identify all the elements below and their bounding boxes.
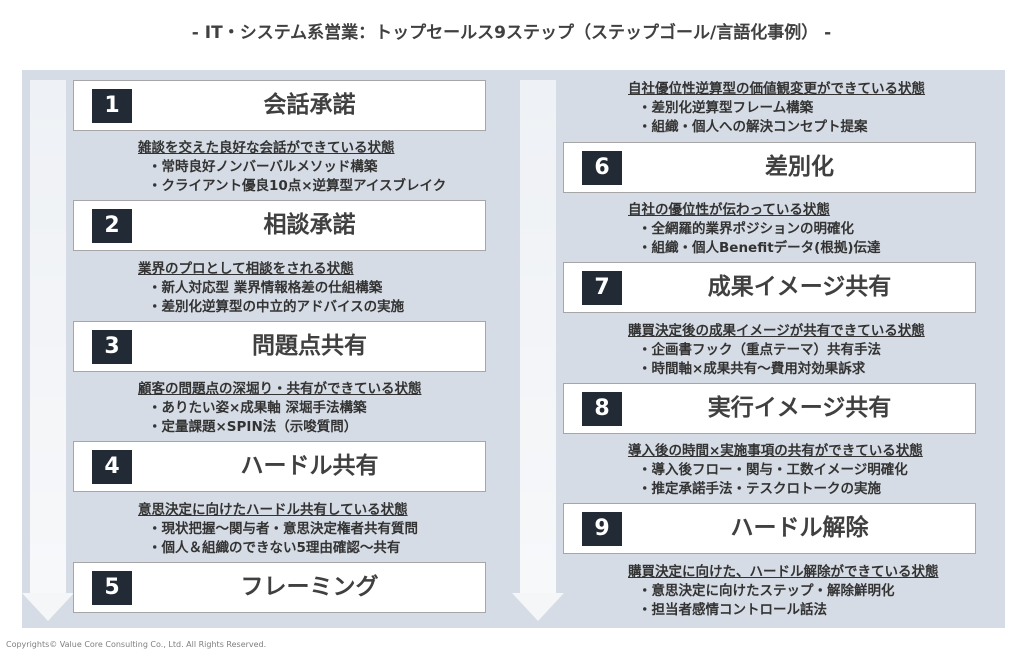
step-name: フレーミング: [240, 574, 379, 600]
goal-item: ・差別化逆算型の中立的アドバイスの実施: [148, 299, 405, 315]
goal-item: ・新人対応型 業界情報格差の仕組構築: [148, 280, 383, 296]
goal-item: ・推定承諾手法・テスクロトークの実施: [638, 481, 881, 497]
step-name: 会話承諾: [263, 92, 356, 118]
step-number: 7: [582, 271, 622, 305]
goal-heading: 業界のプロとして相談をされる状態: [138, 261, 354, 277]
goal-heading: 自社の優位性が伝わっている状態: [628, 202, 830, 218]
step-goal-3: 顧客の問題点の深堀り・共有ができている状態 ・ありたい姿×成果軸 深堀手法構築 …: [138, 380, 422, 437]
goal-heading: 購買決定後の成果イメージが共有できている状態: [628, 323, 925, 339]
goal-heading: 導入後の時間×実施事項の共有ができている状態: [628, 443, 923, 459]
step-name: ハードル解除: [730, 515, 869, 541]
goal-item: ・定量課題×SPIN法（示唆質問）: [148, 419, 358, 435]
step-goal-7: 購買決定後の成果イメージが共有できている状態 ・企画書フック（重点テーマ）共有手…: [628, 322, 925, 379]
step-box-2: 2 相談承諾: [73, 200, 486, 251]
goal-item: ・現状把握～関与者・意思決定権者共有質問: [148, 521, 418, 537]
goal-item: ・意思決定に向けたステップ・解除鮮明化: [638, 583, 895, 599]
copyright: Copyrights© Value Core Consulting Co., L…: [6, 640, 267, 649]
step-goal-6: 自社の優位性が伝わっている状態 ・全網羅的業界ポジションの明確化 ・組織・個人B…: [628, 201, 881, 258]
step-name: 実行イメージ共有: [707, 395, 892, 421]
goal-heading: 自社優位性逆算型の価値観変更ができている状態: [628, 81, 925, 97]
left-flow-arrow: [22, 80, 74, 621]
step-number: 8: [582, 392, 622, 426]
step-box-4: 4 ハードル共有: [73, 441, 486, 492]
goal-item: ・クライアント優良10点×逆算型アイスブレイク: [148, 178, 447, 194]
step-goal-9: 購買決定に向けた、ハードル解除ができている状態 ・意思決定に向けたステップ・解除…: [628, 563, 939, 620]
step-name: 差別化: [765, 154, 834, 180]
goal-heading: 雑談を交えた良好な会話ができている状態: [138, 140, 395, 156]
step-name: 成果イメージ共有: [707, 274, 892, 300]
goal-item: ・常時良好ノンバーバルメソッド構築: [148, 159, 378, 175]
step-goal-2: 業界のプロとして相談をされる状態 ・新人対応型 業界情報格差の仕組構築 ・差別化…: [138, 260, 404, 317]
step-goal-4: 意思決定に向けたハードル共有している状態 ・現状把握～関与者・意思決定権者共有質…: [138, 501, 418, 558]
step-number: 4: [92, 450, 132, 484]
goal-item: ・差別化逆算型フレーム構築: [638, 100, 814, 116]
right-flow-arrow: [512, 80, 564, 621]
goal-heading: 意思決定に向けたハードル共有している状態: [138, 502, 408, 518]
step-number: 5: [92, 571, 132, 605]
step-box-9: 9 ハードル解除: [563, 503, 976, 554]
goal-heading: 顧客の問題点の深堀り・共有ができている状態: [138, 381, 422, 397]
step-box-7: 7 成果イメージ共有: [563, 262, 976, 313]
goal-item: ・全網羅的業界ポジションの明確化: [638, 221, 854, 237]
step-box-1: 1 会話承諾: [73, 80, 486, 131]
step-number: 6: [582, 151, 622, 185]
step-name: 問題点共有: [252, 333, 367, 359]
page-title: - IT・システム系営業：トップセールス9ステップ（ステップゴール/言語化事例）…: [191, 23, 832, 43]
step-number: 2: [92, 209, 132, 243]
goal-item: ・組織・個人への解決コンセプト提案: [638, 119, 868, 135]
step-goal-1: 雑談を交えた良好な会話ができている状態 ・常時良好ノンバーバルメソッド構築 ・ク…: [138, 139, 446, 196]
step-number: 3: [92, 330, 132, 364]
goal-item: ・担当者感情コントロール話法: [638, 602, 827, 618]
goal-item: ・導入後フロー・関与・工数イメージ明確化: [638, 462, 908, 478]
goal-item: ・時間軸×成果共有～費用対効果訴求: [638, 361, 866, 377]
step-name: ハードル共有: [240, 453, 379, 479]
goal-item: ・ありたい姿×成果軸 深堀手法構築: [148, 400, 367, 416]
step-box-8: 8 実行イメージ共有: [563, 383, 976, 434]
goal-item: ・企画書フック（重点テーマ）共有手法: [638, 342, 881, 358]
step-number: 9: [582, 512, 622, 546]
step-goal-8: 導入後の時間×実施事項の共有ができている状態 ・導入後フロー・関与・工数イメージ…: [628, 442, 923, 499]
step-box-3: 3 問題点共有: [73, 321, 486, 372]
goal-item: ・個人＆組織のできない5理由確認～共有: [148, 540, 401, 556]
step-name: 相談承諾: [263, 212, 356, 238]
goal-heading: 購買決定に向けた、ハードル解除ができている状態: [628, 564, 939, 580]
step-box-6: 6 差別化: [563, 142, 976, 193]
step-box-5: 5 フレーミング: [73, 562, 486, 613]
goal-item: ・組織・個人Benefitデータ(根拠)伝達: [638, 240, 881, 256]
step-goal-5: 自社優位性逆算型の価値観変更ができている状態 ・差別化逆算型フレーム構築 ・組織…: [628, 80, 925, 137]
step-number: 1: [92, 89, 132, 123]
